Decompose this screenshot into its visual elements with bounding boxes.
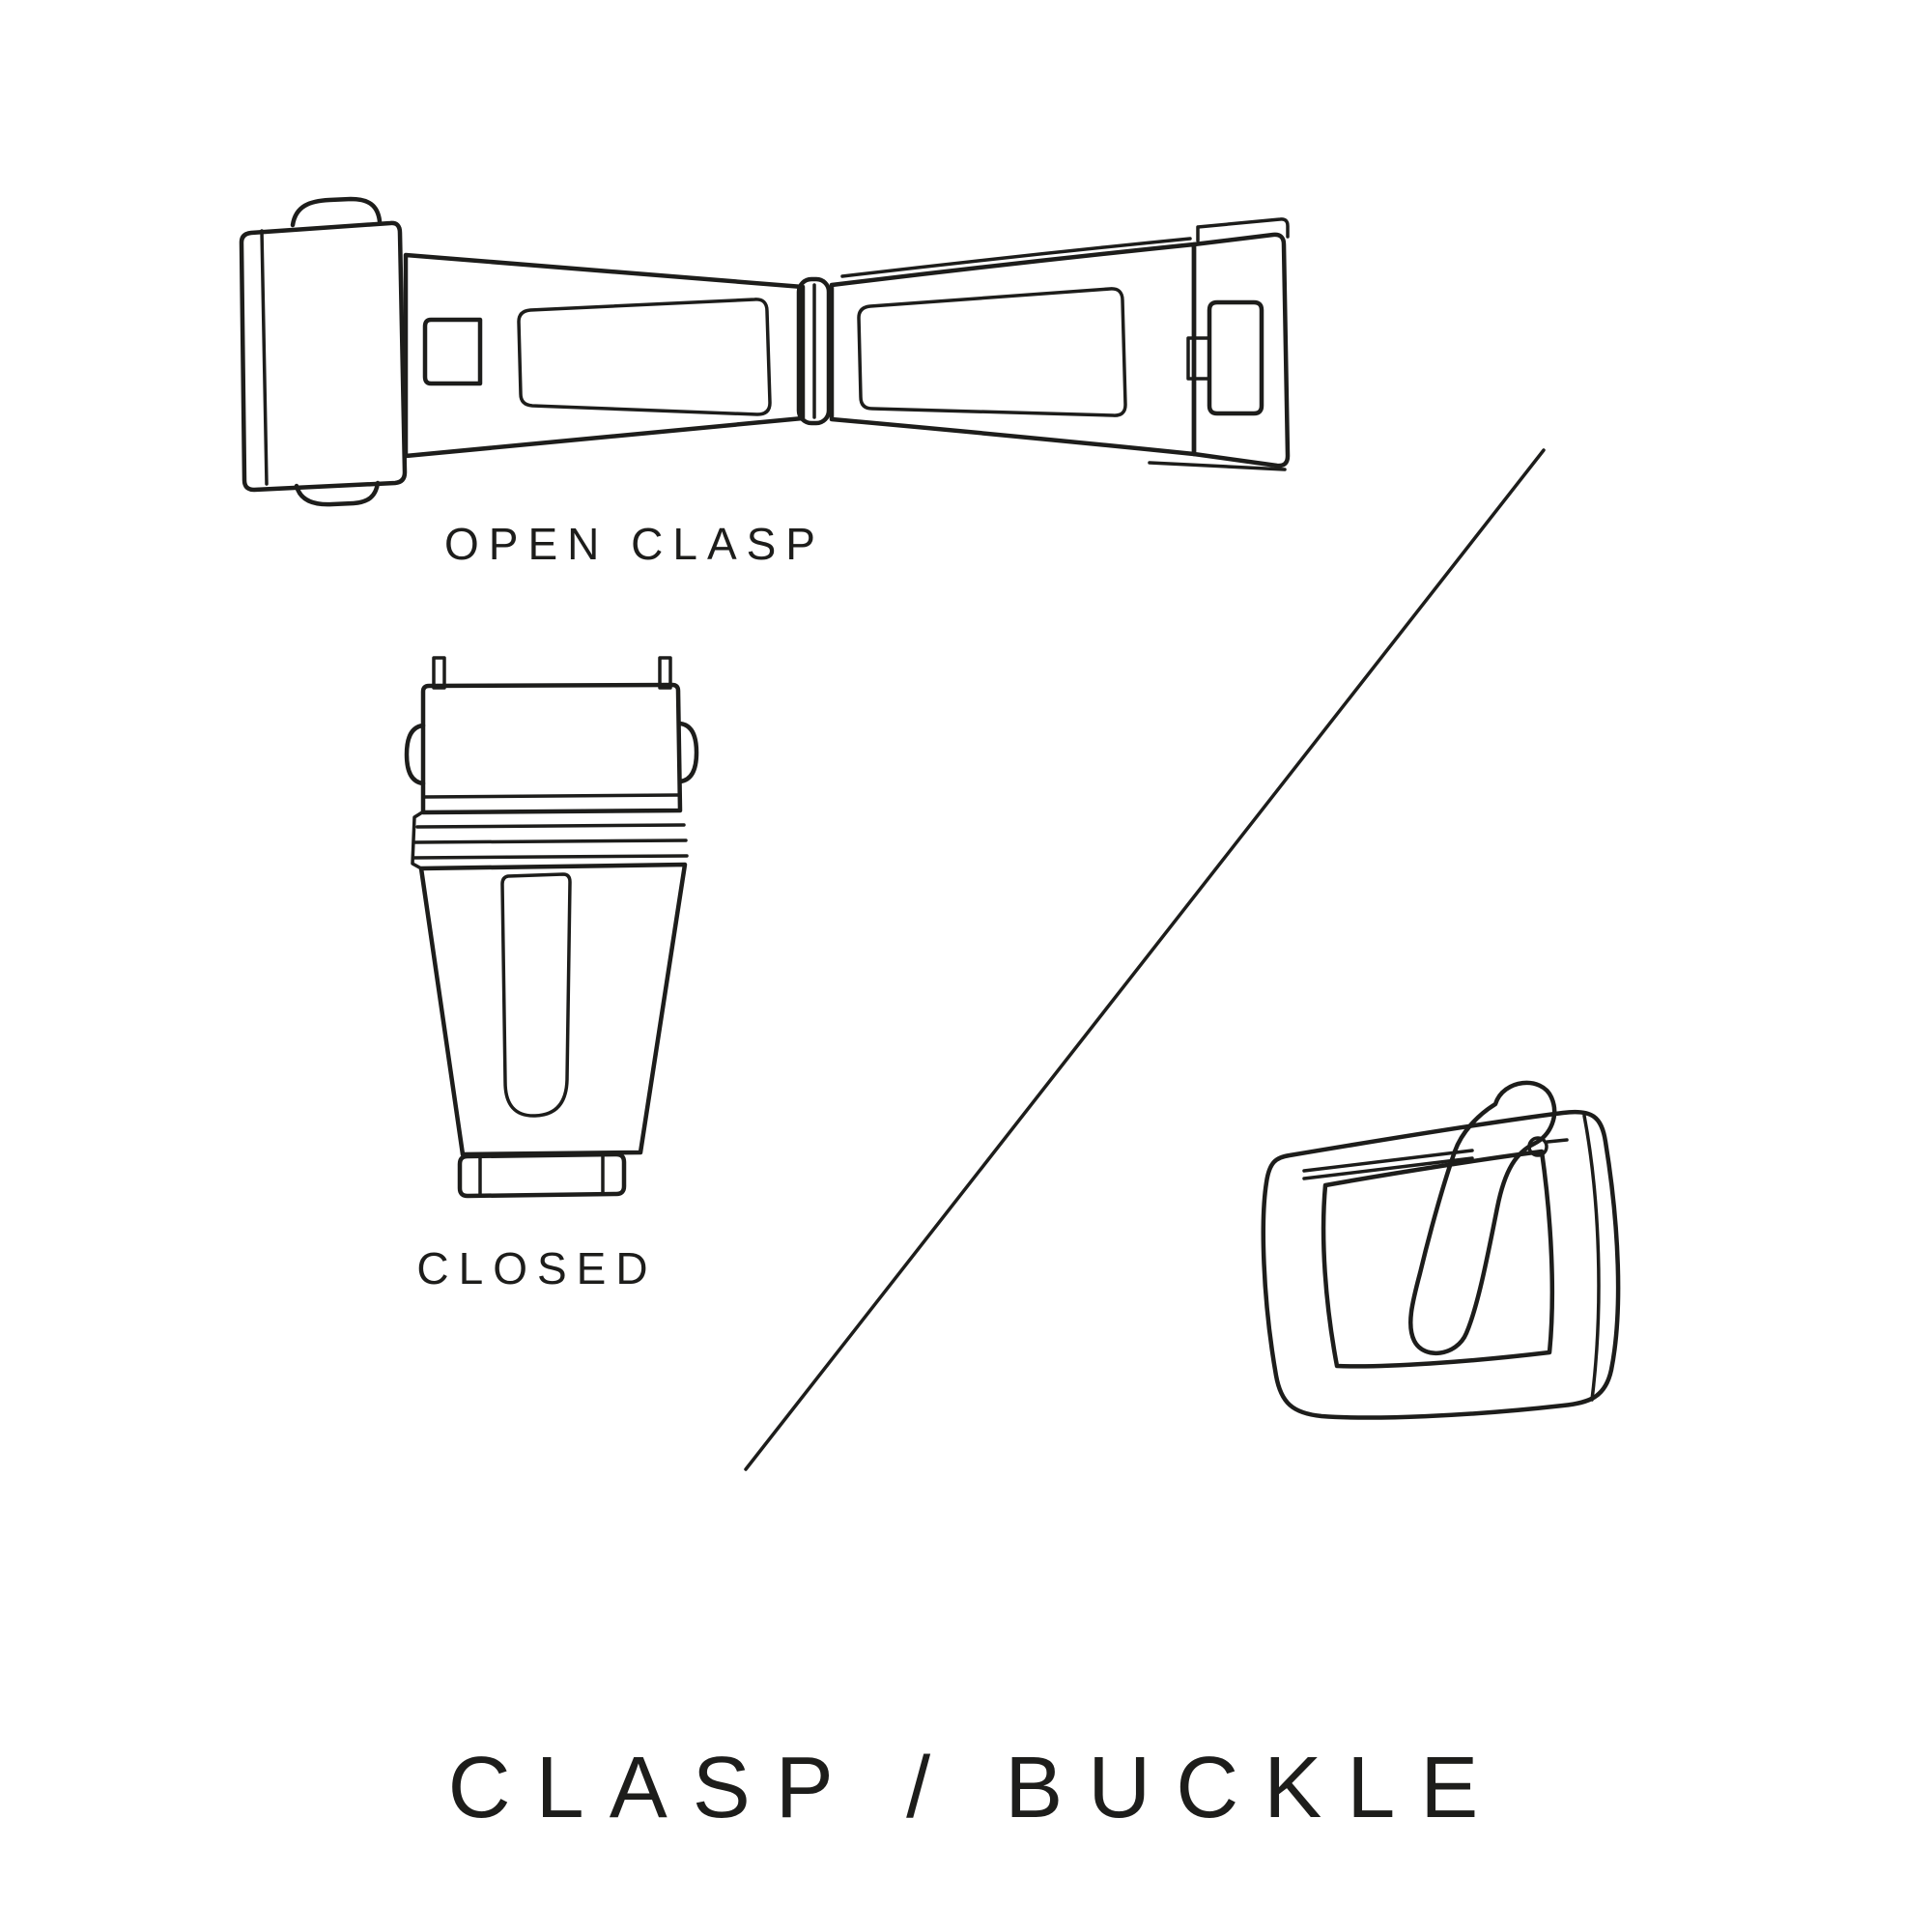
closed-label: CLOSED — [416, 1243, 658, 1293]
open-clasp-illustration — [239, 196, 1291, 507]
open-clasp-label: OPEN CLASP — [444, 519, 825, 569]
closed-clasp-illustration — [404, 656, 699, 1199]
divider-line — [744, 448, 1546, 1471]
page-title: CLASP / BUCKLE — [447, 1740, 1504, 1836]
buckle-illustration — [1261, 1080, 1621, 1420]
